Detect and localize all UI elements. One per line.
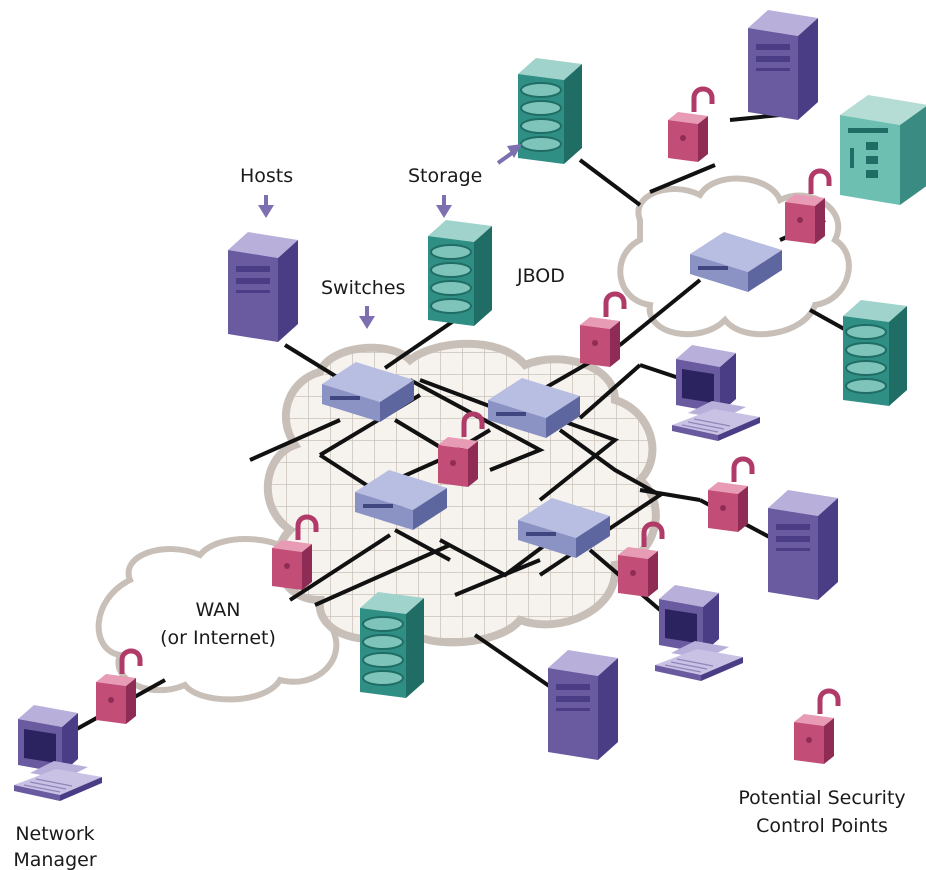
switches-label: Switches <box>321 277 405 299</box>
arrow-icon <box>496 144 522 165</box>
storage-label: Storage <box>408 165 482 187</box>
storage-icon <box>359 591 425 699</box>
padlock-icon <box>668 89 712 162</box>
server-icon <box>748 10 818 120</box>
padlock-icon <box>785 171 829 244</box>
workstation-icon <box>671 344 761 442</box>
storage-icon <box>842 299 908 407</box>
network-manager-label: Network <box>15 823 94 845</box>
network-manager-workstation-icon <box>13 704 103 802</box>
host-server-icon <box>228 232 298 342</box>
jbod-storage-icon <box>427 219 493 327</box>
legend-padlock-icon <box>794 691 838 764</box>
padlock-icon <box>580 294 624 367</box>
legend-label: Potential Security <box>738 787 905 809</box>
storage-icon <box>517 57 583 165</box>
jbod-label: JBOD <box>516 265 565 287</box>
server-icon <box>548 650 618 760</box>
padlock-icon <box>708 459 752 532</box>
legend-sublabel: Control Points <box>756 815 888 837</box>
arrow-icon <box>359 306 375 329</box>
wan-sublabel: (or Internet) <box>160 627 276 649</box>
server-icon <box>768 490 838 600</box>
hosts-label: Hosts <box>240 165 293 187</box>
network-manager-sublabel: Manager <box>13 849 96 870</box>
appliance-icon <box>840 95 926 205</box>
arrow-icon <box>436 195 452 218</box>
wan-label: WAN <box>196 599 241 621</box>
arrow-icon <box>258 195 274 218</box>
workstation-icon <box>654 584 744 682</box>
